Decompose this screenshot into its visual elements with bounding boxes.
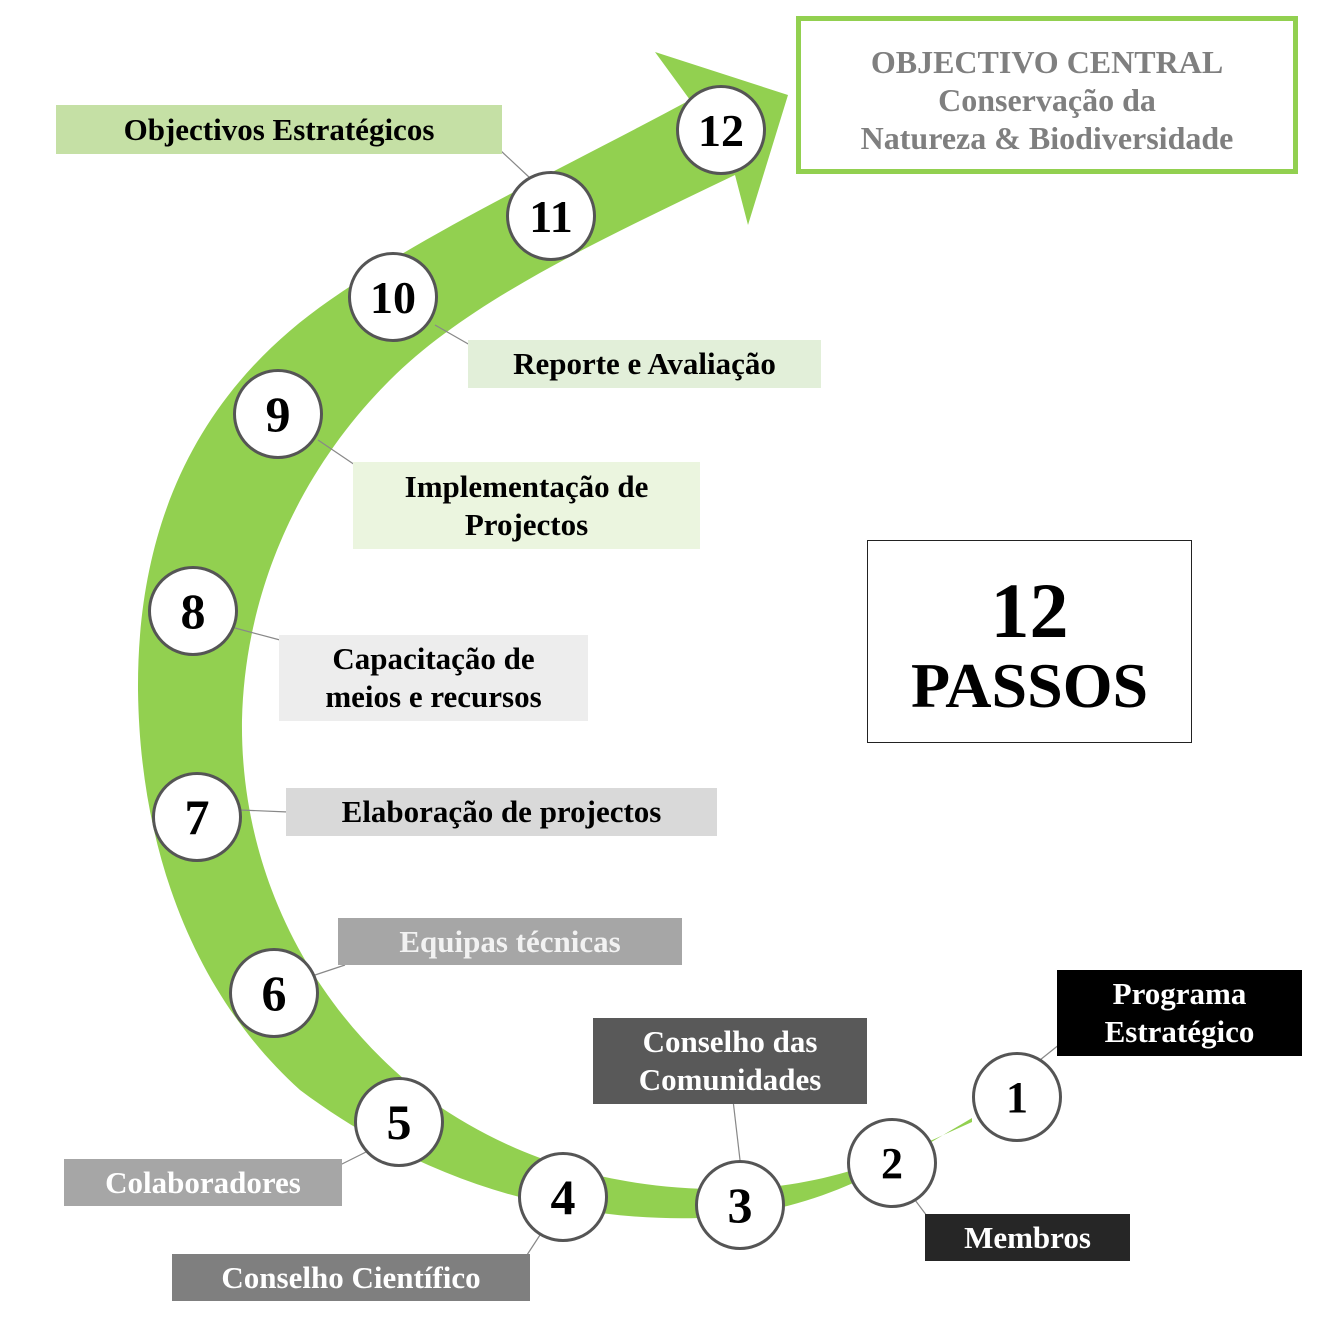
central-objective-title: OBJECTIVO CENTRAL [870,44,1224,80]
step-label-9: Implementação de Projectos [353,462,700,549]
summary-number: 12 [990,567,1069,654]
step-label-10: Reporte e Avaliação [468,340,821,388]
progress-arrow-band [137,52,972,1219]
step-circle-10: 10 [348,252,438,342]
step-label-7: Elaboração de projectos [286,788,717,836]
step-label-3: Conselho das Comunidades [593,1018,867,1104]
step-circle-11: 11 [506,171,596,261]
summary-box: 12 PASSOS [867,540,1192,743]
step-circle-2: 2 [847,1118,937,1208]
step-circle-12: 12 [676,85,766,175]
step-label-2: Membros [925,1214,1130,1261]
step-circle-1: 1 [972,1052,1062,1142]
step-circle-7: 7 [152,772,242,862]
central-objective-line1: Conservação da [938,82,1156,118]
step-circle-8: 8 [148,566,238,656]
central-objective-line2: Natureza & Biodiversidade [860,120,1234,156]
step-label-1: Programa Estratégico [1057,970,1302,1056]
central-objective-box: OBJECTIVO CENTRAL Conservação da Naturez… [796,16,1298,174]
step-circle-5: 5 [354,1077,444,1167]
step-label-11: Objectivos Estratégicos [56,105,502,154]
step-circle-3: 3 [695,1160,785,1250]
summary-label: PASSOS [910,650,1149,721]
step-label-5: Colaboradores [64,1159,342,1206]
step-label-8: Capacitação de meios e recursos [279,635,588,721]
step-circle-6: 6 [229,948,319,1038]
step-label-6: Equipas técnicas [338,918,682,965]
step-circle-4: 4 [518,1152,608,1242]
step-label-4: Conselho Científico [172,1254,530,1301]
step-circle-9: 9 [233,369,323,459]
